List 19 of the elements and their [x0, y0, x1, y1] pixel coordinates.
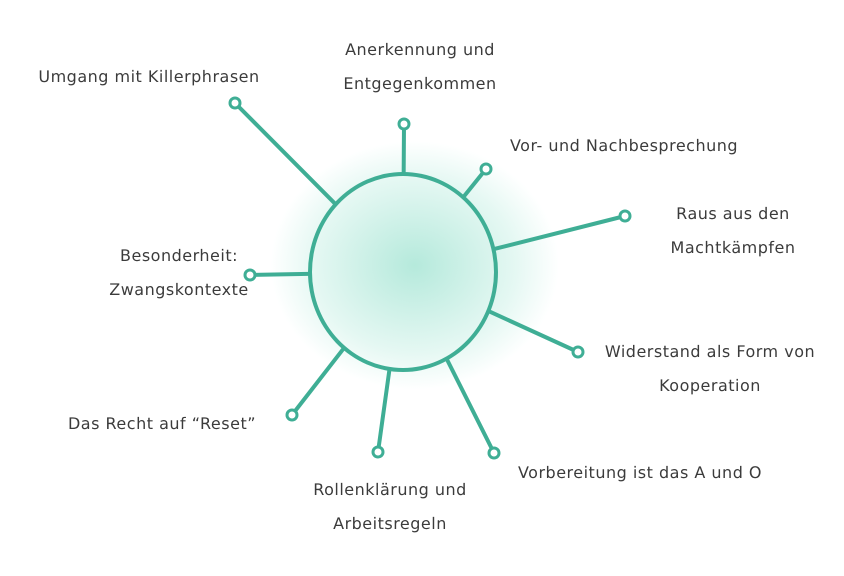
- spoke-line: [445, 358, 500, 460]
- circle-outline: [308, 172, 498, 372]
- spoke-line: [286, 347, 345, 422]
- topic-label: Vorbereitung ist das A und O: [518, 462, 762, 484]
- spoke-line: [244, 268, 310, 282]
- spoke-line: [462, 162, 492, 198]
- topic-label: Raus aus den Machtkämpfen: [670, 203, 796, 259]
- topic-label: Anerkennung und Entgegenkommen: [342, 39, 498, 95]
- spoke-line: [398, 118, 410, 174]
- topic-label: Rollenklärung und Arbeitsregeln: [312, 479, 468, 535]
- spoke-line: [228, 96, 336, 205]
- spoke-line: [493, 210, 632, 251]
- spoke-line: [372, 368, 392, 458]
- spoke-line: [488, 310, 584, 358]
- topic-label: Widerstand als Form von Kooperation: [604, 341, 816, 397]
- topic-label: Das Recht auf “Reset”: [68, 413, 256, 435]
- topic-label: Besonderheit: Zwangskontexte: [108, 245, 250, 301]
- topic-label: Vor- und Nachbesprechung: [510, 135, 738, 157]
- topic-label: Umgang mit Killerphrasen: [38, 66, 260, 88]
